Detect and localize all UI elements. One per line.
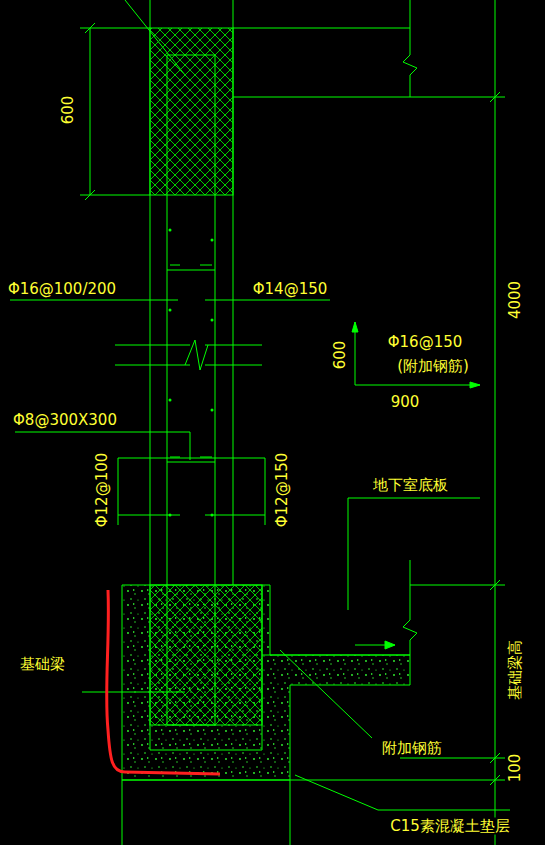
drawing-label: C15素混凝土垫层: [388, 818, 512, 835]
drawing-label: Φ12@150: [274, 451, 291, 530]
drawing-label: Φ16@100/200: [6, 281, 118, 298]
drawing-label: 4000: [507, 279, 524, 321]
drawing-label: 基础梁高: [507, 638, 524, 702]
drawing-label: Φ16@150: [386, 334, 465, 351]
drawing-label: 基础梁: [18, 656, 67, 673]
drawing-label: 900: [389, 394, 422, 411]
drawing-label: 600: [60, 94, 77, 127]
drawing-label: Φ12@100: [94, 451, 111, 530]
drawing-label: 附加钢筋: [380, 740, 444, 757]
drawing-label: Φ14@150: [251, 281, 330, 298]
drawing-label: 600: [332, 339, 349, 372]
drawing-label: Φ8@300X300: [11, 412, 119, 429]
drawing-label: 地下室底板: [371, 477, 450, 494]
drawing-label: 100: [507, 752, 524, 785]
drawing-label: (附加钢筋): [395, 358, 471, 375]
